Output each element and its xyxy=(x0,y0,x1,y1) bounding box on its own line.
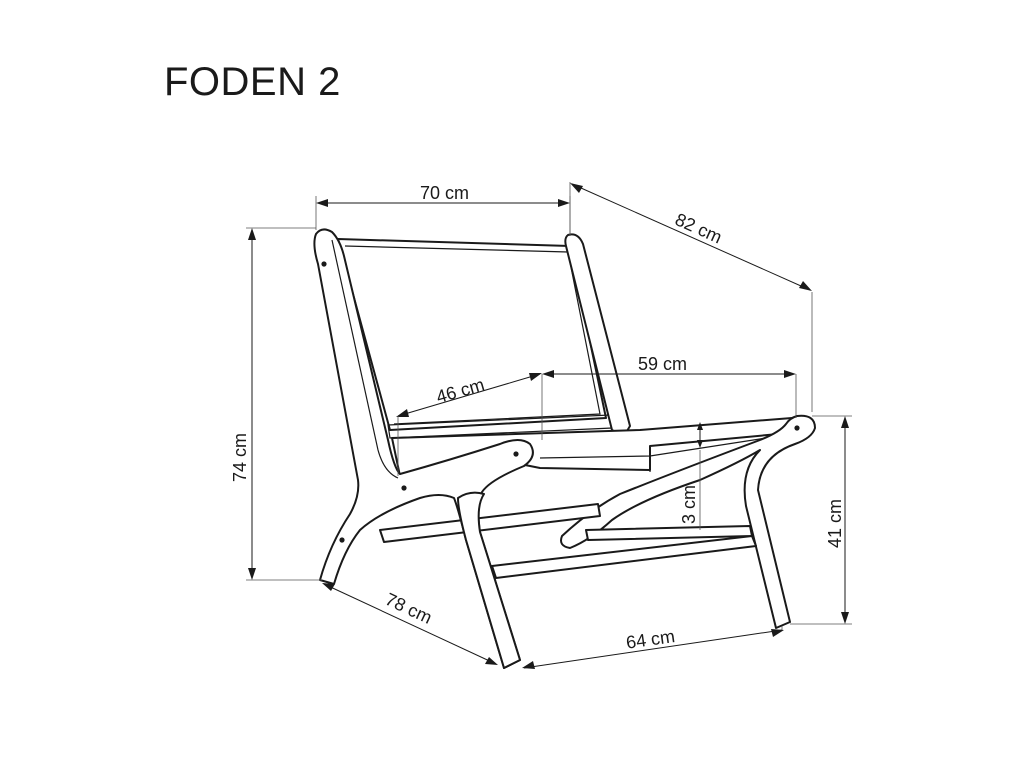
dim-height-total: 74 cm xyxy=(230,227,322,581)
dim-width-bottom-label: 64 cm xyxy=(625,626,676,653)
dim-width-top: 70 cm xyxy=(315,183,571,236)
dim-depth-top-label: 82 cm xyxy=(672,209,725,247)
dim-height-total-label: 74 cm xyxy=(230,433,250,482)
left-frame-inner-line xyxy=(331,239,399,479)
product-title: FODEN 2 xyxy=(164,60,341,104)
dim-height-seat: 41 cm xyxy=(790,415,852,625)
front-stretcher xyxy=(491,535,757,579)
dim-width-top-label: 70 cm xyxy=(420,183,469,203)
dim-depth-bottom: 78 cm xyxy=(322,583,498,665)
dim-cushion-thickness-label: 3 cm xyxy=(679,485,699,524)
front-left-leg xyxy=(457,491,521,669)
dim-cushion-thickness: 3 cm xyxy=(679,422,703,530)
backrest-panel xyxy=(337,238,607,431)
chair-illustration xyxy=(313,228,816,669)
dim-width-bottom: 64 cm xyxy=(522,626,784,669)
dim-seat-width: 59 cm xyxy=(541,354,797,440)
front-right-leg xyxy=(560,414,816,629)
dim-depth-bottom-label: 78 cm xyxy=(382,589,435,628)
dim-height-seat-label: 41 cm xyxy=(825,499,845,548)
backrest-inner-edge xyxy=(344,245,601,425)
dim-seat-width-label: 59 cm xyxy=(638,354,687,374)
middle-slat xyxy=(379,503,601,543)
